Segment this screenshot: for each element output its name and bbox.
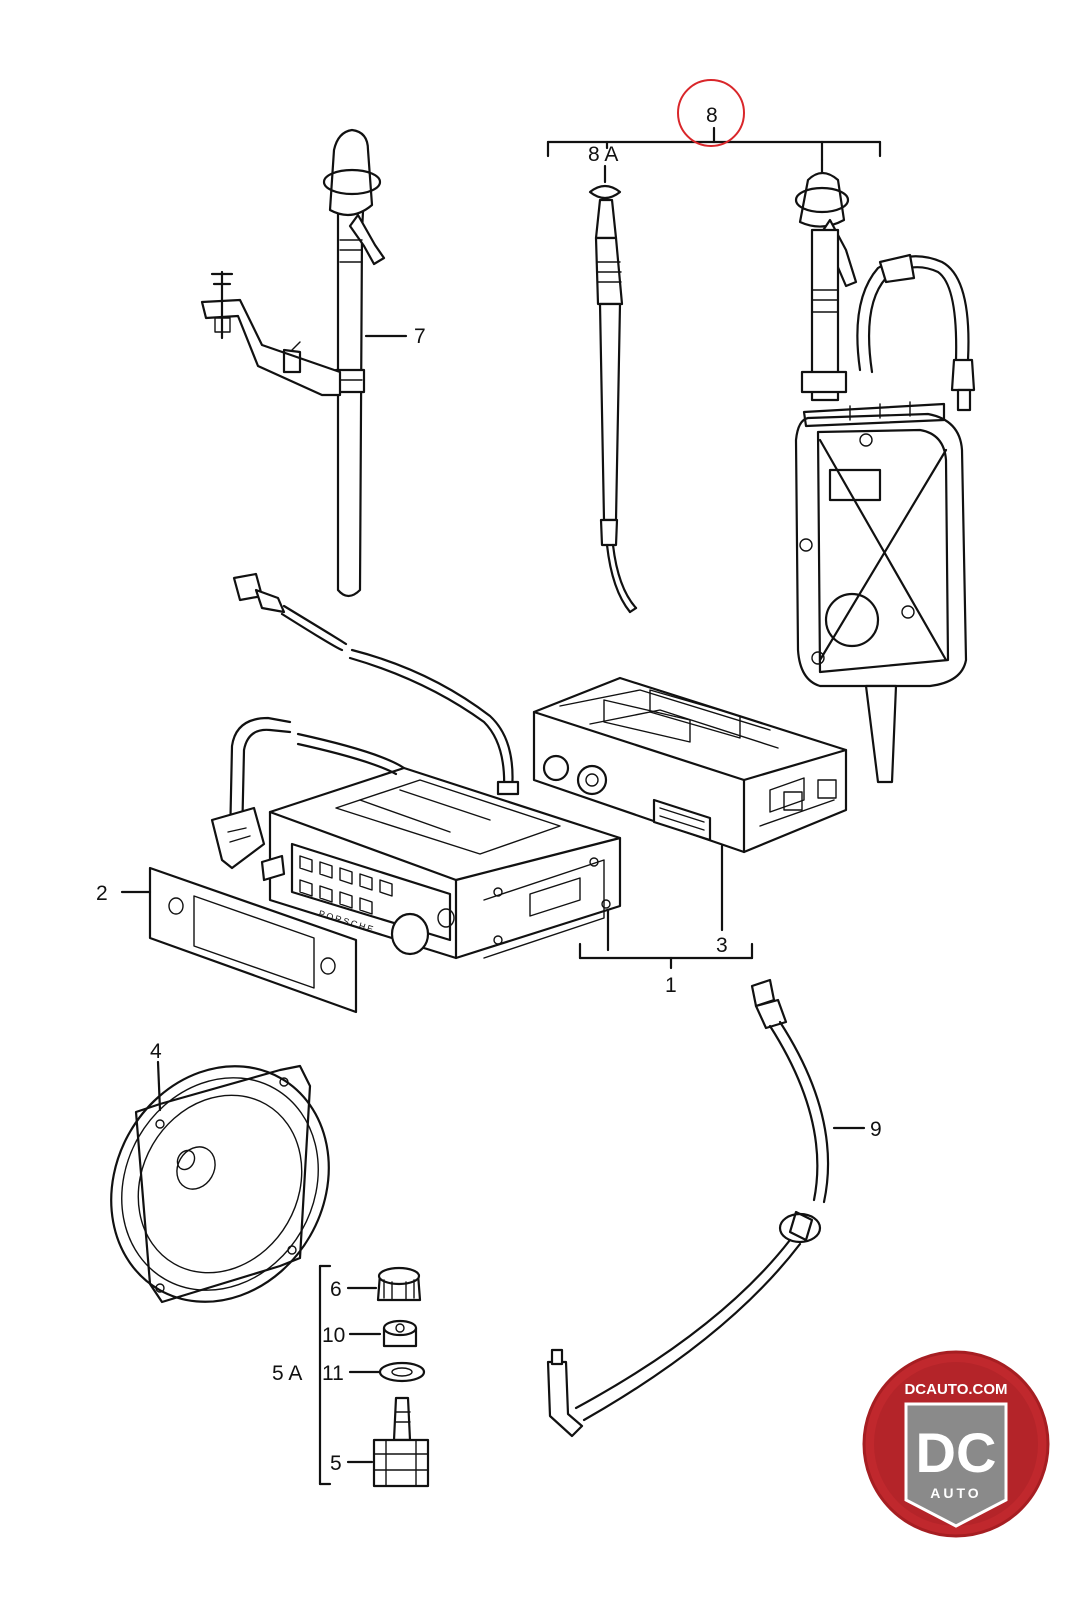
callout-bracket-8	[546, 79, 882, 162]
speaker[interactable]	[69, 1026, 371, 1341]
callout-8: 8	[706, 104, 718, 127]
callout-bracket-1	[578, 942, 754, 970]
watermark-site: DCAUTO.COM	[904, 1381, 1007, 1398]
callout-1: 1	[665, 974, 677, 997]
callout-8a: 8 A	[588, 143, 618, 166]
callout-5: 5	[330, 1452, 342, 1475]
callout-10: 10	[322, 1324, 345, 1347]
antenna-manual[interactable]	[200, 128, 408, 598]
callout-2: 2	[96, 882, 108, 905]
callout-6: 6	[330, 1278, 342, 1301]
highlight-circle	[677, 79, 745, 147]
watermark-monogram: DC	[916, 1421, 997, 1484]
antenna-power[interactable]	[794, 158, 976, 784]
callout-3: 3	[716, 934, 728, 957]
callout-4: 4	[150, 1040, 162, 1063]
dcauto-watermark: DCAUTO.COM DC AUTO	[862, 1350, 1050, 1538]
speaker-lead-cable	[210, 716, 406, 870]
antenna-lead-cable	[232, 572, 520, 796]
callout-5a: 5 A	[272, 1362, 302, 1385]
radio-head-unit[interactable]: PORSCHE	[260, 766, 622, 960]
trim-bezel[interactable]	[120, 866, 358, 1014]
callout-9: 9	[870, 1118, 882, 1141]
amplifier-unit[interactable]	[532, 676, 848, 932]
antenna-mast[interactable]	[588, 164, 638, 614]
watermark-word: AUTO	[930, 1485, 981, 1501]
callout-11: 11	[322, 1362, 344, 1385]
antenna-cable[interactable]	[546, 978, 866, 1438]
control-knob-assembly[interactable]	[318, 1264, 430, 1488]
callout-7: 7	[414, 325, 426, 348]
